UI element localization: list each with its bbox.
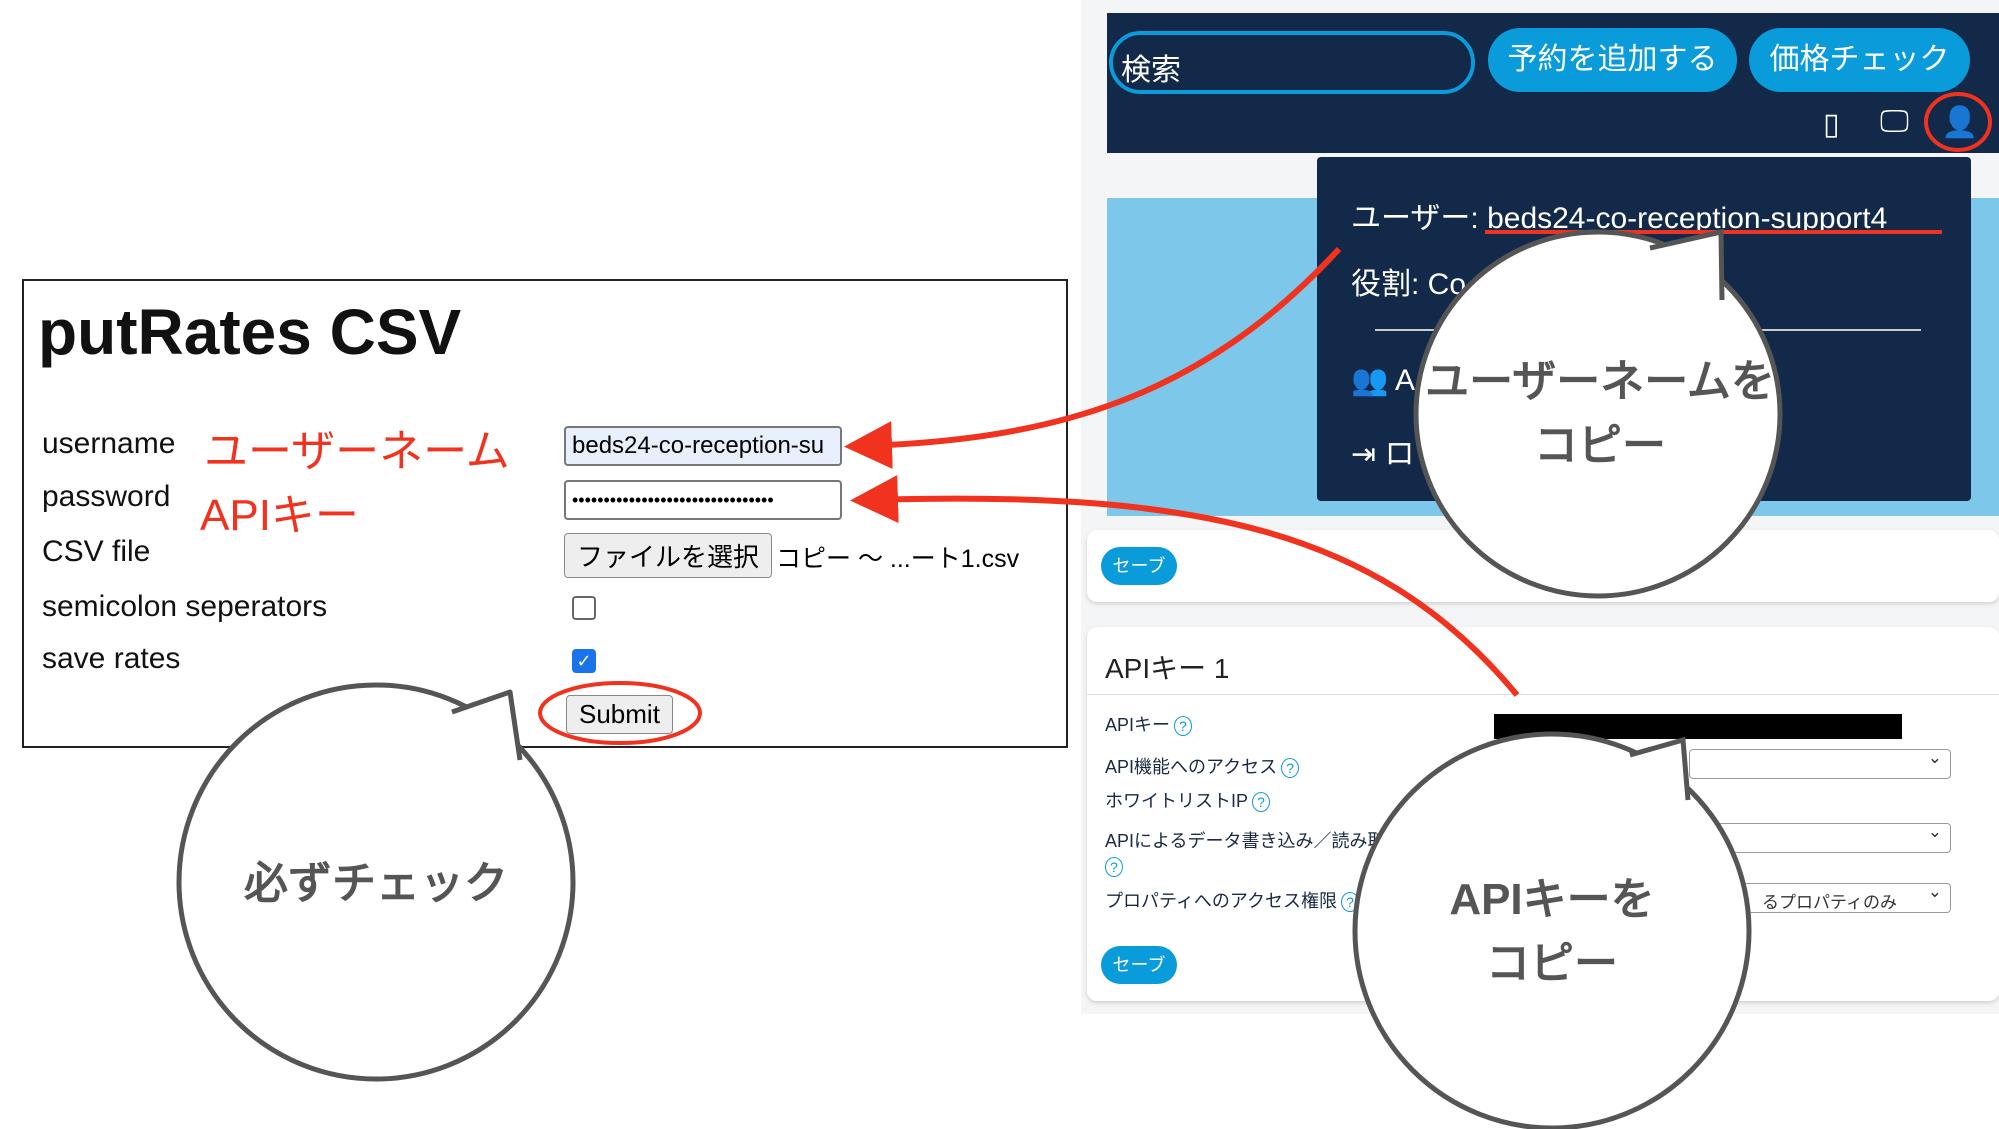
user-role: 役割: Co <box>1351 268 1467 301</box>
user-name: ユーザー: beds24-co-reception-support4 <box>1351 202 1888 235</box>
username-note: ユーザーネーム <box>204 427 510 476</box>
api-card-title: APIキー 1 <box>1105 653 1230 684</box>
bubble-check-text: 必ずチェック <box>244 859 508 908</box>
line: コピー <box>1534 421 1666 470</box>
password-note: APIキー <box>200 491 359 540</box>
user-icon[interactable]: 👤 <box>1941 106 1979 139</box>
api-access-select[interactable] <box>1689 748 1951 779</box>
label: APIによるデータ書き込み／読み取 <box>1105 831 1386 851</box>
price-check-button[interactable]: 価格チェック <box>1749 28 1970 92</box>
label: API機能へのアクセス <box>1105 757 1278 777</box>
menu-item-logout[interactable]: ⇥ ロ <box>1351 438 1415 471</box>
line: APIキーを <box>1449 875 1655 924</box>
csv-label: CSV file <box>42 535 151 568</box>
semicolon-label: semicolon seperators <box>42 590 328 623</box>
username-label: username <box>42 427 176 460</box>
choose-file-button[interactable]: ファイルを選択 <box>564 533 773 578</box>
highlight-user-icon <box>1924 92 1992 152</box>
help-icon[interactable]: ? <box>1174 716 1193 736</box>
help-icon[interactable]: ? <box>1281 758 1300 778</box>
bubble-username-text: ユーザーネームをコピー <box>1420 350 1780 478</box>
save-rates-label: save rates <box>42 642 181 675</box>
help-icon[interactable]: ? <box>1105 857 1123 877</box>
submit-button[interactable]: Submit <box>566 695 673 734</box>
label: プロパティへのアクセス権限 <box>1105 891 1338 911</box>
label: APIキー <box>1105 715 1171 735</box>
row-label: API機能へのアクセス? <box>1105 753 1300 779</box>
label: ホワイトリストIP <box>1105 791 1249 811</box>
arrow-apikey <box>850 475 1520 697</box>
save-button[interactable]: セーブ <box>1101 547 1177 585</box>
menu-label: A <box>1395 364 1416 397</box>
row-label: ホワイトリストIP? <box>1105 787 1271 813</box>
semicolon-checkbox[interactable] <box>572 596 596 620</box>
row-label: APIキー? <box>1105 711 1193 737</box>
page-title: putRates CSV <box>38 296 462 368</box>
top-nav: 検索 予約を追加する 価格チェック ▯ 🖵 👤 <box>1107 13 1999 153</box>
password-input[interactable]: •••••••••••••••••••••••••••••••• <box>564 480 842 520</box>
arrow-username <box>844 246 1342 470</box>
desktop-icon[interactable]: 🖵 <box>1880 105 1909 138</box>
help-icon[interactable]: ? <box>1252 792 1271 812</box>
bubble-apikey-text: APIキーをコピー <box>1392 868 1712 996</box>
row-label: APIによるデータ書き込み／読み取? <box>1105 827 1385 877</box>
highlight-submit <box>538 681 702 745</box>
menu-item-account[interactable]: 👥 A <box>1351 364 1416 397</box>
username-input[interactable]: beds24-co-reception-su <box>564 426 842 466</box>
save-rates-checkbox[interactable]: ✓ <box>572 649 596 673</box>
divider <box>1087 694 1999 695</box>
file-name: コピー 〜 ...ート1.csv <box>776 545 1020 573</box>
menu-label: ロ <box>1384 438 1415 471</box>
search-input[interactable]: 検索 <box>1109 31 1475 94</box>
select-value: るプロパティのみ <box>1762 893 1897 912</box>
add-booking-button[interactable]: 予約を追加する <box>1488 28 1737 92</box>
line: コピー <box>1486 939 1618 988</box>
save-button[interactable]: セーブ <box>1101 946 1177 984</box>
mobile-icon[interactable]: ▯ <box>1823 108 1840 141</box>
password-label: password <box>42 480 171 513</box>
line: ユーザーネームを <box>1425 357 1775 406</box>
